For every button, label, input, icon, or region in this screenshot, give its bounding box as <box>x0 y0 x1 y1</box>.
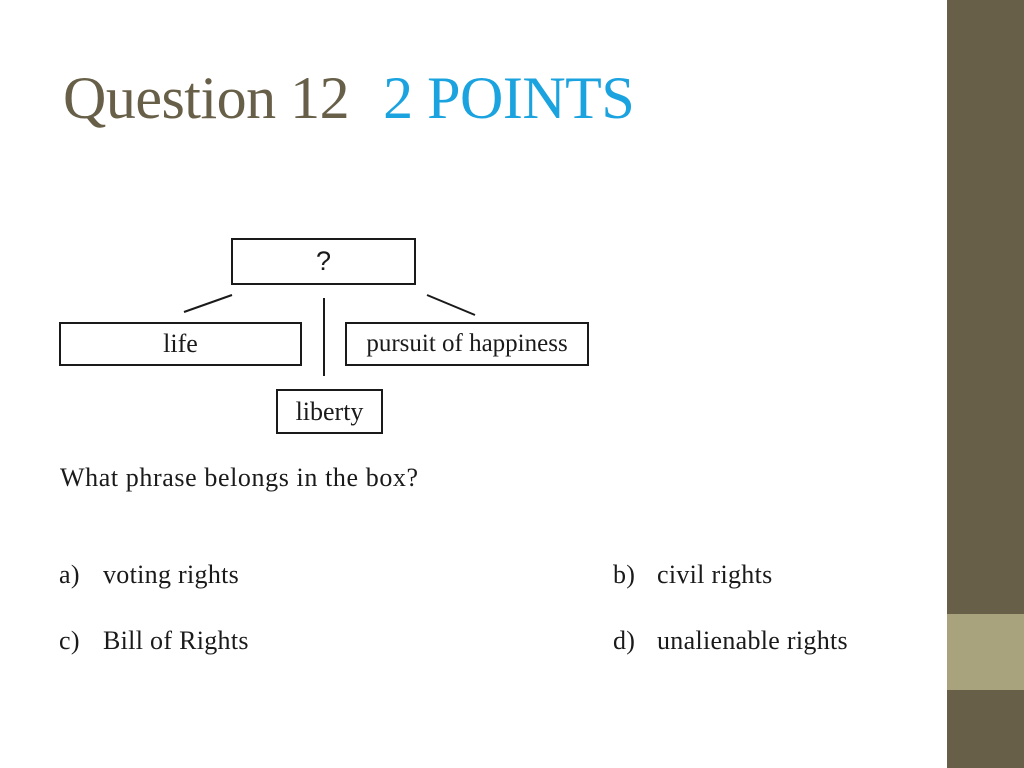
diagram-box-unknown: ? <box>231 238 416 285</box>
diagram-box-liberty: liberty <box>276 389 383 434</box>
question-prompt: What phrase belongs in the box? <box>60 463 419 492</box>
option-letter: c) <box>59 626 80 655</box>
connector-left <box>183 294 233 313</box>
option-text: unalienable rights <box>657 626 848 655</box>
side-bar-accent <box>947 614 1024 690</box>
option-letter: a) <box>59 560 80 589</box>
option-text: voting rights <box>103 560 240 589</box>
option-b[interactable]: b) civil rights <box>613 557 773 593</box>
slide-title: Question 12 2 POINTS <box>63 62 635 134</box>
option-text: civil rights <box>657 560 773 589</box>
option-text: Bill of Rights <box>103 626 249 655</box>
option-c[interactable]: c) Bill of Rights <box>59 623 249 659</box>
connector-right <box>426 294 476 316</box>
option-letter: b) <box>613 560 636 589</box>
option-d[interactable]: d) unalienable rights <box>613 623 848 659</box>
option-a[interactable]: a) voting rights <box>59 557 239 593</box>
diagram-box-life: life <box>59 322 302 366</box>
question-number: Question 12 <box>63 65 350 131</box>
diagram-box-pursuit: pursuit of happiness <box>345 322 589 366</box>
points-value: 2 POINTS <box>383 65 635 131</box>
option-letter: d) <box>613 626 636 655</box>
